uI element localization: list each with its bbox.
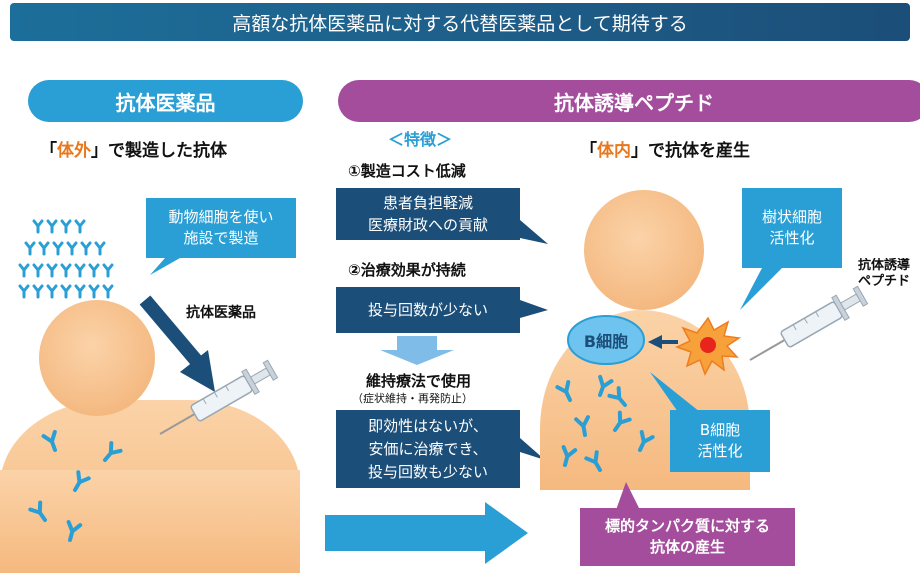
right-pill-label: 抗体誘導ペプチド (554, 90, 714, 115)
navy-diagonal-arrow (139, 295, 215, 392)
peptide-label-line-2: ペプチド (858, 274, 911, 289)
bcell-activation-line-1: B細胞 (699, 421, 741, 439)
maintenance-note: （症状維持・再発防止） (352, 392, 473, 405)
summary-line-3: 投与回数も少ない (367, 462, 488, 481)
bcell-activation-box: B細胞 活性化 (670, 410, 770, 472)
right-syringe-icon (749, 285, 869, 361)
feature2-tail (520, 300, 548, 318)
summary-line-2: 安価に治療でき、 (368, 439, 488, 458)
activation-arrow (648, 335, 678, 349)
feature1-line-1: 患者負担軽減 (382, 194, 473, 212)
b-cell-oval (567, 315, 645, 365)
left-callout-line-1: 動物細胞を使い (168, 208, 274, 226)
antibody-production-box: 標的タンパク質に対する 抗体の産生 (580, 508, 795, 566)
summary-line-1: 即効性はないが、 (368, 416, 488, 435)
right-subtitle: 「体内」で抗体を産生 (580, 136, 750, 161)
right-subtitle-highlight: 体内 (597, 141, 631, 161)
peptide-label-line-1: 抗体誘導 (858, 258, 911, 273)
b-cell-label: B細胞 (583, 332, 629, 351)
dendritic-callout-tail (740, 268, 782, 310)
feature1-line-2: 医療財政への貢献 (367, 216, 488, 234)
left-callout-box: 動物細胞を使い 施設で製造 (146, 198, 296, 258)
down-arrow (380, 336, 454, 365)
bcell-activation-line-2: 活性化 (697, 442, 743, 460)
summary-tail (520, 438, 545, 460)
feature2-text: 投与回数が少ない (367, 301, 488, 319)
feature2-box: 投与回数が少ない (336, 287, 520, 333)
left-subtitle-highlight: 体外 (57, 141, 91, 161)
left-subtitle-rest: 」で製造した抗体 (91, 141, 227, 161)
left-subtitle-open: 「 (40, 141, 57, 161)
left-callout-line-2: 施設で製造 (183, 229, 259, 247)
antibody-grid (18, 219, 114, 299)
summary-box: 即効性はないが、 安価に治療でき、 投与回数も少ない (336, 410, 520, 488)
features-heading: ＜特徴＞ (388, 130, 453, 149)
right-subtitle-open: 「 (580, 141, 597, 161)
big-right-arrow (325, 502, 528, 564)
left-callout-tail (150, 258, 180, 275)
left-subtitle: 「体外」で製造した抗体 (40, 136, 227, 161)
right-section-pill: 抗体誘導ペプチド (338, 80, 920, 122)
left-injection-label: 抗体医薬品 (186, 305, 256, 321)
header-title: 高額な抗体医薬品に対する代替医薬品として期待する (232, 12, 688, 35)
feature1-tail (520, 220, 548, 244)
dendritic-cell-icon (675, 316, 742, 376)
feature2-title: ②治療効果が持続 (348, 261, 466, 279)
left-syringe-icon (159, 359, 279, 435)
feature1-title: ①製造コスト低減 (348, 162, 466, 180)
right-subtitle-rest: 」で抗体を産生 (631, 141, 750, 161)
maintenance-title: 維持療法で使用 (366, 372, 472, 390)
left-section-pill: 抗体医薬品 (28, 80, 303, 122)
left-pill-label: 抗体医薬品 (115, 90, 216, 115)
dendritic-callout-box: 樹状細胞 活性化 (742, 188, 842, 268)
production-tail (616, 482, 640, 510)
feature1-box: 患者負担軽減 医療財政への貢献 (336, 188, 520, 240)
dendritic-line-2: 活性化 (769, 229, 815, 247)
bcell-activation-tail (650, 372, 700, 412)
production-line-1: 標的タンパク質に対する (604, 517, 770, 535)
dendritic-line-1: 樹状細胞 (761, 208, 822, 226)
peptide-label: 抗体誘導 ペプチド (858, 258, 920, 290)
production-line-2: 抗体の産生 (649, 538, 725, 556)
header-banner: 高額な抗体医薬品に対する代替医薬品として期待する (10, 3, 910, 41)
